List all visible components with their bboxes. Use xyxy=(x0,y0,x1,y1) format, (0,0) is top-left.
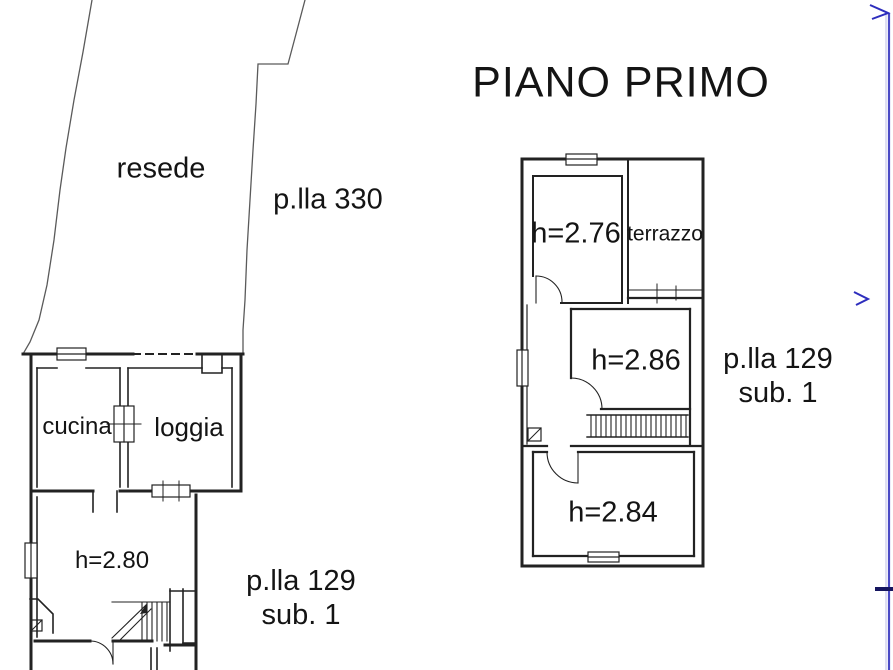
room-276-window xyxy=(565,153,598,166)
left-door-arc xyxy=(30,619,114,665)
scan-artifacts xyxy=(853,4,893,670)
room-286-walls xyxy=(569,307,692,446)
scan-arrow-mid-icon xyxy=(853,291,871,306)
room-284-door xyxy=(546,451,579,484)
room-height-284: h=2.84 xyxy=(568,496,658,529)
room-276-door xyxy=(535,275,563,304)
room-286-door-arc xyxy=(570,377,603,410)
room-276-walls xyxy=(532,175,623,304)
parcel-129-left-line2: sub. 1 xyxy=(261,599,341,631)
parcel-330-label: p.lla 330 xyxy=(273,183,383,216)
terrace-walls xyxy=(626,158,705,304)
page-title: PIANO PRIMO xyxy=(472,58,770,107)
corridor-details xyxy=(516,304,542,445)
stairs-direction-arrow xyxy=(140,603,147,614)
parcel-129-left: p.lla 129 sub. 1 xyxy=(246,564,356,632)
right-plan-drawing xyxy=(516,153,705,568)
left-plan-drawing xyxy=(21,0,306,670)
left-stairs xyxy=(111,601,171,642)
scan-tick-bottom xyxy=(875,587,893,591)
left-building-inner-walls xyxy=(29,353,233,670)
parcel-129-right-line2: sub. 1 xyxy=(738,377,818,409)
room-284-window xyxy=(587,551,620,563)
parcel-129-right: p.lla 129 sub. 1 xyxy=(723,342,833,410)
scan-arrow-top-icon xyxy=(869,4,891,20)
courtyard-label: resede xyxy=(116,152,206,185)
resede-boundary xyxy=(22,0,306,355)
right-stairs xyxy=(586,414,689,438)
left-building-windows xyxy=(24,347,191,579)
room-height-276: h=2.76 xyxy=(531,217,621,250)
room-height-280: h=2.80 xyxy=(74,547,150,574)
room-label-loggia: loggia xyxy=(154,412,224,442)
parcel-129-left-line1: p.lla 129 xyxy=(246,565,356,597)
parcel-129-right-line1: p.lla 129 xyxy=(723,343,833,375)
room-label-cucina: cucina xyxy=(42,413,112,440)
room-height-286: h=2.86 xyxy=(591,344,681,377)
room-label-terrazzo: terrazzo xyxy=(627,222,703,246)
left-building-outer-walls xyxy=(21,352,245,670)
